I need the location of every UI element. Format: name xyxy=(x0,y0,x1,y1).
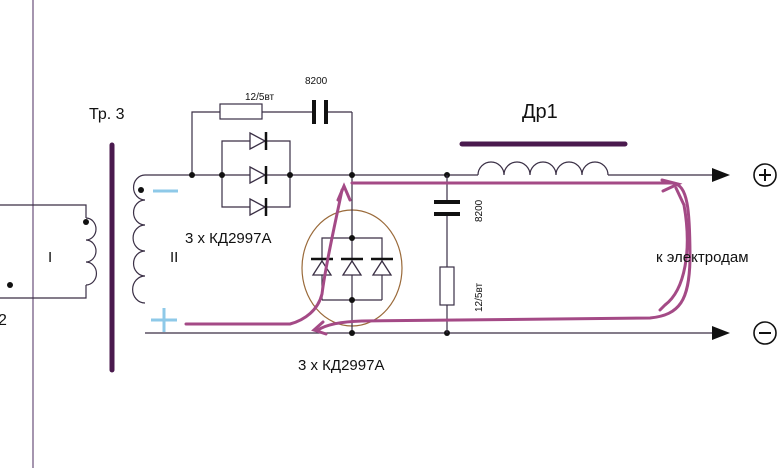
diode-mid-3 xyxy=(371,257,393,276)
capacitor-mid xyxy=(434,200,460,216)
output-arrow-minus xyxy=(712,326,730,340)
secondary-winding xyxy=(132,174,146,304)
primary-terminal-dot xyxy=(7,282,13,288)
diode-top-1 xyxy=(249,131,268,151)
winding-plus-mark xyxy=(151,308,177,332)
left-partial-label: 2 xyxy=(0,312,7,329)
resistor-mid-label: 12/5вт xyxy=(474,282,485,312)
top-rail xyxy=(145,111,715,176)
choke-coil xyxy=(477,161,609,176)
diode-group-middle xyxy=(321,175,383,333)
to-electrodes-label: к электродам xyxy=(656,249,749,266)
primary-winding-label: I xyxy=(48,249,52,266)
output-arrow-plus xyxy=(712,168,730,182)
diode-group-bottom-label: 3 х КД2997А xyxy=(298,357,384,374)
diode-group-top-label: 3 х КД2997А xyxy=(185,230,271,247)
terminal-plus xyxy=(753,163,777,187)
capacitor-top-label: 8200 xyxy=(305,76,328,87)
diode-top-2 xyxy=(249,165,268,185)
secondary-dot xyxy=(138,187,144,193)
current-flow-path xyxy=(184,178,692,336)
resistor-mid xyxy=(439,266,455,306)
capacitor-mid-label: 8200 xyxy=(474,199,485,222)
terminal-minus xyxy=(753,321,777,345)
secondary-winding-label: II xyxy=(170,249,178,266)
transformer-label: Тр. 3 xyxy=(89,106,125,123)
resistor-top xyxy=(219,103,263,120)
resistor-top-label: 12/5вт xyxy=(245,92,275,103)
choke-label: Др1 xyxy=(522,101,558,123)
diode-top-3 xyxy=(249,197,268,217)
capacitor-top xyxy=(312,100,328,124)
primary-winding xyxy=(0,204,97,299)
primary-dot xyxy=(83,219,89,225)
diode-mid-2 xyxy=(341,257,363,276)
diode-mid-1 xyxy=(311,257,333,276)
